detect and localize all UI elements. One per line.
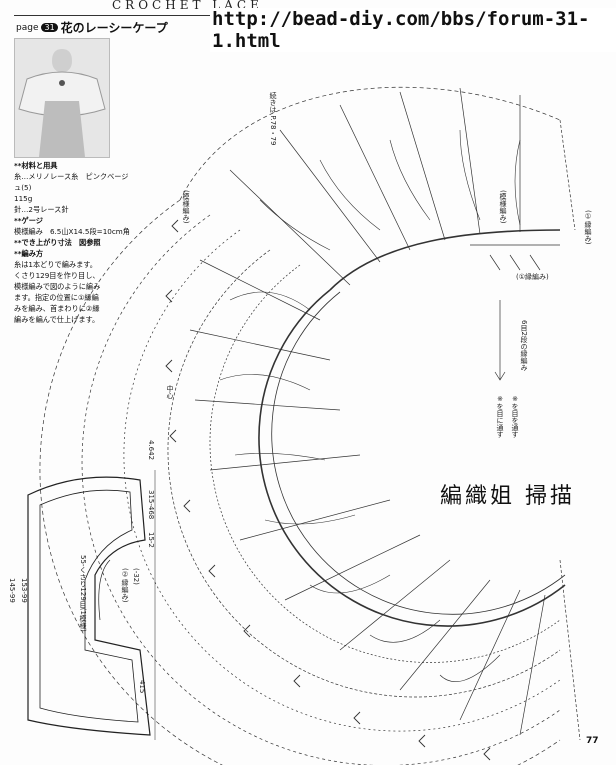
hook-text: 針…2号レース針 (14, 205, 69, 214)
method-line: 糸は1本どりで編みます。 (14, 260, 97, 269)
dim-label: (-32) (132, 568, 140, 585)
method-line: 模様編みで図のように編み (14, 282, 101, 291)
materials-heading: **材料と用具 (14, 161, 58, 170)
continued-page-ref: 続きは P.78・79 (269, 92, 277, 146)
method-line: ます。指定の位置に①縁編 (14, 293, 99, 302)
method-line: みを編み、首まわりに②縁 (14, 304, 100, 313)
method-line: 編みを編んで仕上げます。 (14, 315, 100, 324)
center-label: 中心 (166, 385, 174, 399)
pattern-number-badge: 31 (41, 23, 58, 32)
weight-text: 115g (14, 194, 33, 203)
gauge-heading: **ゲージ (14, 216, 43, 225)
dim-label: 4.642 (147, 440, 155, 461)
scanner-watermark: 編織姐 掃描 (440, 484, 575, 509)
source-url[interactable]: http://bead-diy.com/bbs/forum-31-1.html (210, 8, 616, 52)
materials-block: **材料と用具 糸…メリノレース糸 ピンクベージュ(5) 115g 針…2号レー… (14, 160, 132, 325)
edging-label-right: (①縁編み) (584, 210, 592, 245)
note-one: ※を目に通す (496, 395, 504, 438)
dim-label: 145-99 (8, 578, 16, 603)
size-heading: **でき上がり寸法 図参照 (14, 238, 101, 247)
method-line: くさり129目を作り目し、 (14, 271, 100, 280)
dim-label: 15-2 (147, 532, 155, 548)
dim-label: (②縁編み) (121, 568, 129, 603)
dim-label: 55-くさり129目(1模様) (79, 555, 87, 632)
pattern-heading: page 31 花のレーシーケープ (16, 19, 168, 36)
header-rule (14, 15, 214, 16)
pattern-title: 花のレーシーケープ (60, 21, 168, 35)
dim-label: 153-99 (20, 578, 28, 603)
note-edging: 6目2段の縁編み (520, 320, 528, 371)
note-two: ※を目を通す (511, 395, 519, 438)
method-heading: **編み方 (14, 249, 44, 258)
edging-label-bottom: (①縁編み) (516, 273, 549, 281)
gauge-text: 模様編み 6.5山X14.5段=10cm角 (14, 227, 130, 236)
dim-label: 315-468 (147, 490, 155, 520)
yarn-text: 糸…メリノレース糸 ピンクベージュ(5) (14, 172, 129, 192)
dim-label: 415 (138, 680, 146, 694)
pattern-label-right: (模様編み) (499, 190, 507, 224)
page-label: page (16, 22, 39, 33)
model-photo (14, 38, 110, 158)
page-number: 77 (586, 736, 599, 746)
pattern-label-left: (模様編み) (182, 190, 190, 224)
